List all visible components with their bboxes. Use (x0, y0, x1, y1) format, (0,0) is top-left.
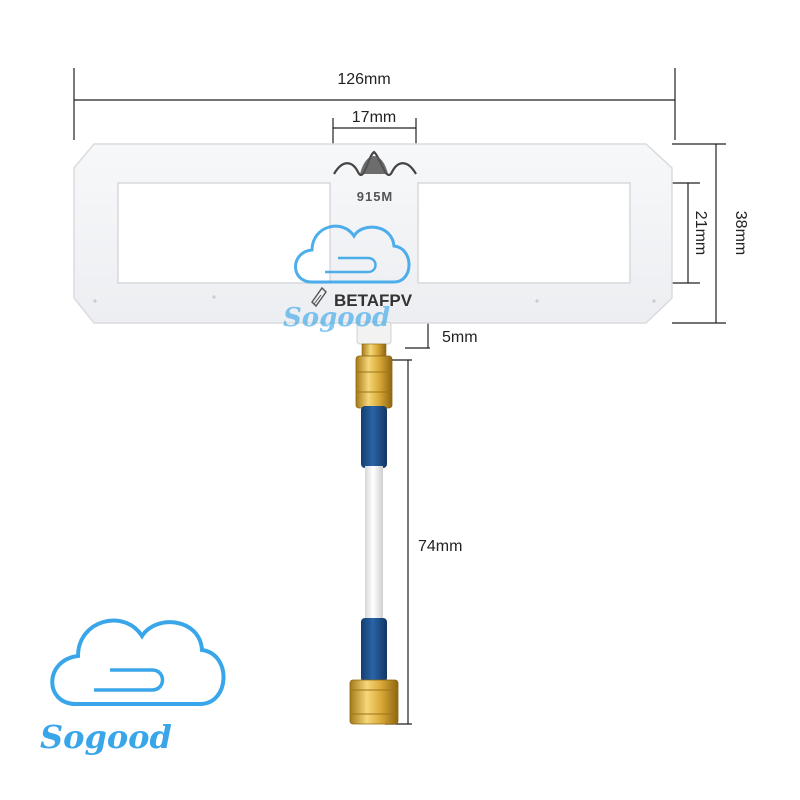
antenna-cable (349, 321, 399, 725)
right-window (417, 182, 631, 284)
watermark-text-logo: Sogood (40, 718, 172, 756)
total-width-label: 126mm (337, 71, 390, 88)
coax-cable (365, 466, 383, 622)
center-gap-label: 17mm (352, 109, 396, 126)
total-height-label: 38mm (732, 211, 749, 255)
frequency-label: 915M (357, 189, 394, 204)
pen-nib-icon (311, 286, 327, 308)
cloud-logo-icon (294, 224, 411, 284)
brand-label: BETAFPV (334, 291, 413, 310)
top-sma-connector (355, 355, 393, 409)
antenna-board: 915M BETAFPV (73, 143, 673, 324)
window-height-label: 21mm (692, 211, 709, 255)
watermark-logo: Sogood (40, 618, 226, 756)
cable-length-label: 74mm (418, 538, 462, 555)
sine-wave-icon (333, 150, 417, 176)
dimension-labels: 126mm 17mm 38mm 21mm 5mm 74mm (337, 71, 749, 555)
watermark-center: Sogood (283, 224, 411, 333)
left-window (117, 182, 331, 284)
cloud-logo-icon (50, 618, 226, 706)
connector-offset-label: 5mm (442, 329, 478, 346)
bottom-sma-connector (349, 679, 399, 725)
watermark-text-center: Sogood (283, 303, 390, 333)
